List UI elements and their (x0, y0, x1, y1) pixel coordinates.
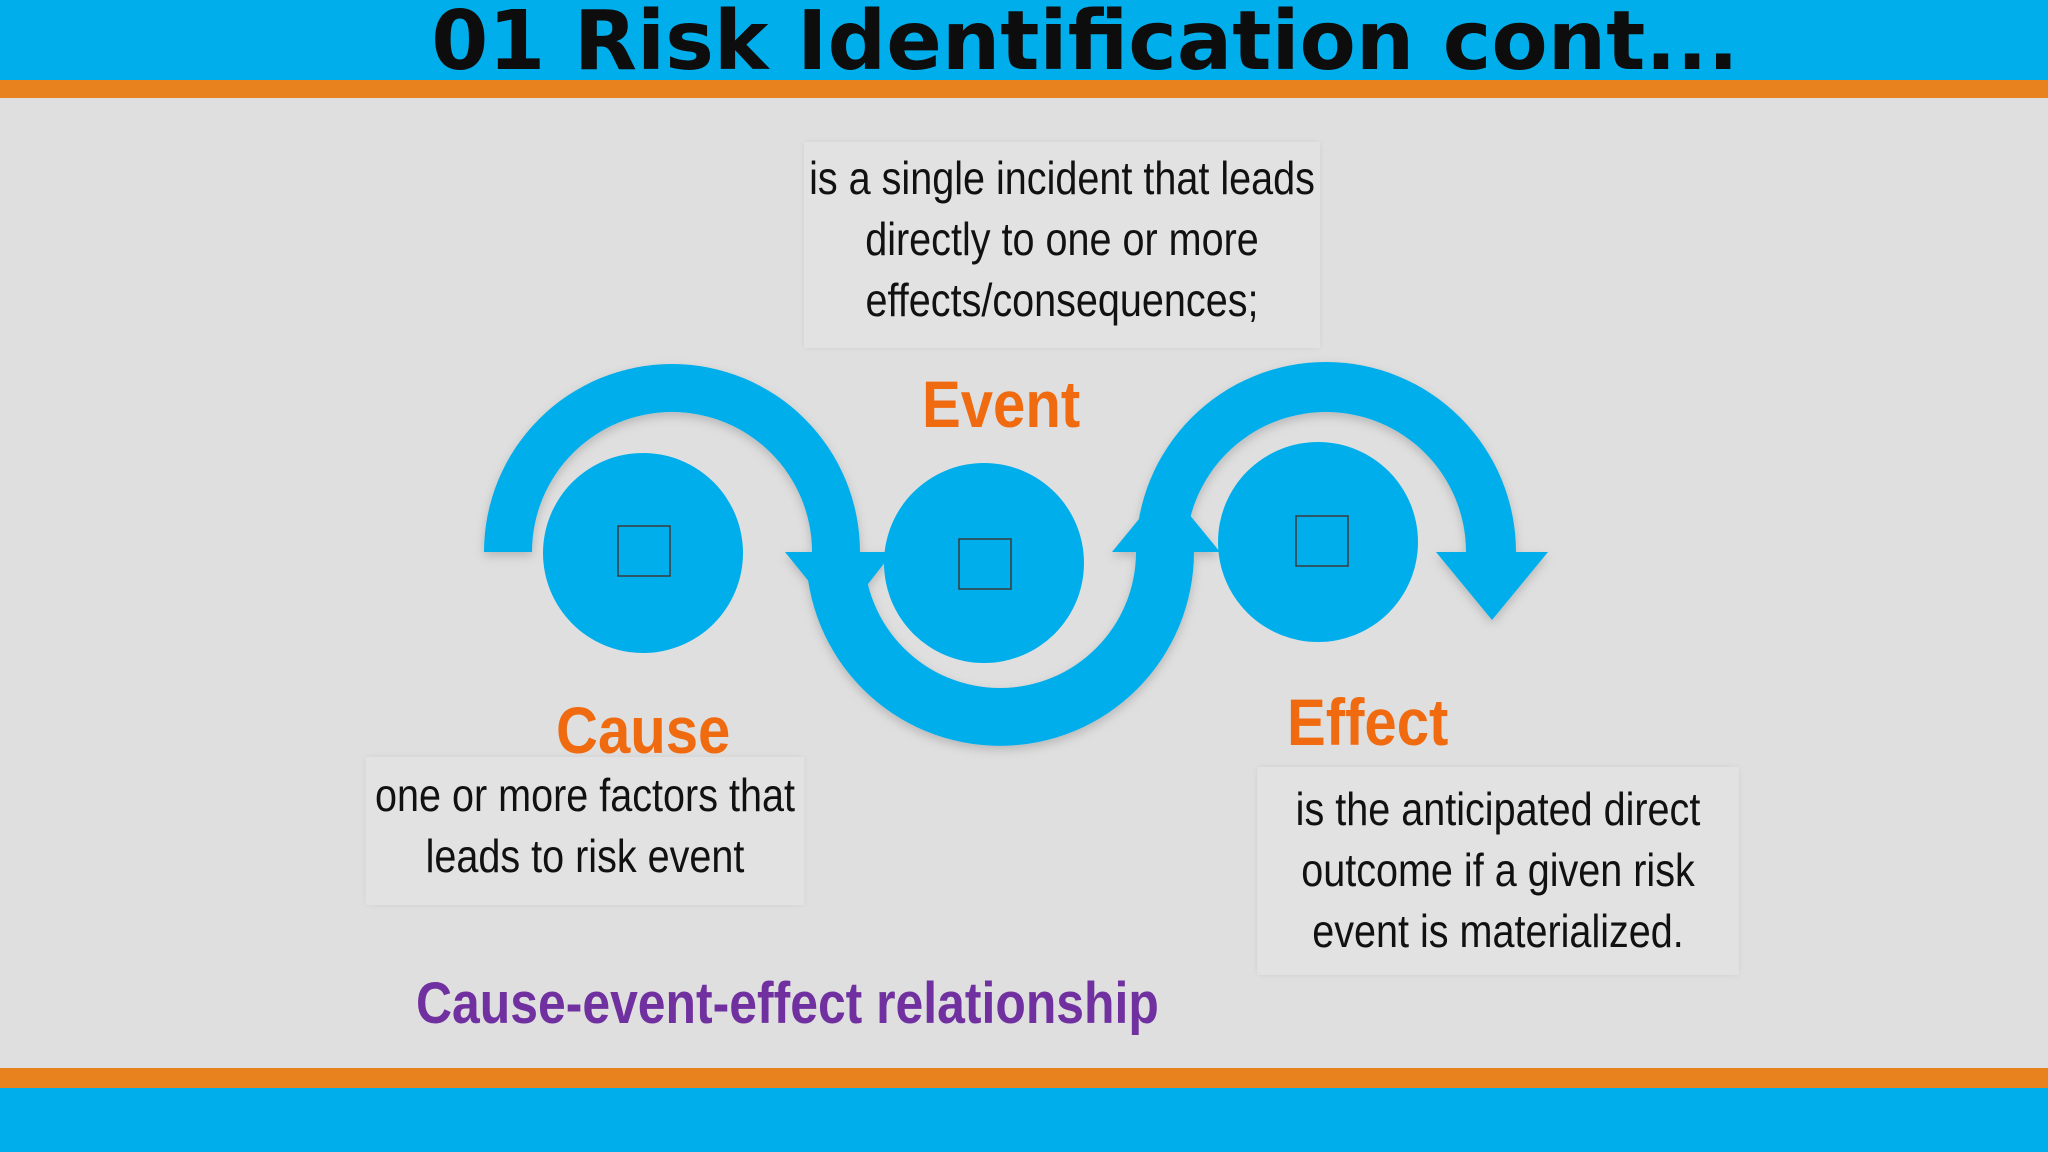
image-placeholder-icon (617, 525, 671, 577)
effect-label: Effect (1287, 685, 1449, 759)
event-curved-arrow (806, 486, 1220, 746)
effect-description-line: event is materialized. (1312, 905, 1684, 957)
header-stripe (0, 80, 2048, 98)
image-placeholder-icon (958, 538, 1012, 590)
cause-description: one or more factors that leads to risk e… (365, 757, 805, 905)
footer-band (0, 1088, 2048, 1152)
cause-curved-arrow (484, 364, 893, 620)
cause-description-line: one or more factors that (374, 769, 795, 821)
event-description: is a single incident that leads directly… (804, 142, 1320, 348)
effect-description-line: is the anticipated direct (1295, 783, 1701, 835)
cause-circle (543, 453, 743, 653)
diagram-caption: Cause-event-effect relationship (416, 971, 1159, 1036)
slide-title: 01 Risk Identification cont... (431, 0, 1739, 89)
effect-description-line: outcome if a given risk (1301, 844, 1695, 896)
event-description-line: effects/consequences; (865, 274, 1259, 326)
effect-description: is the anticipated direct outcome if a g… (1257, 767, 1739, 975)
image-placeholder-icon (1295, 515, 1349, 567)
effect-curved-arrow (1136, 362, 1548, 620)
event-label: Event (922, 367, 1081, 441)
event-circle (884, 463, 1084, 663)
event-description-line: is a single incident that leads (809, 152, 1315, 204)
effect-circle (1218, 442, 1418, 642)
cause-description-line: leads to risk event (425, 830, 745, 882)
footer-stripe (0, 1068, 2048, 1088)
header-band (0, 0, 2048, 80)
cause-label: Cause (556, 693, 731, 767)
event-description-line: directly to one or more (865, 213, 1259, 265)
